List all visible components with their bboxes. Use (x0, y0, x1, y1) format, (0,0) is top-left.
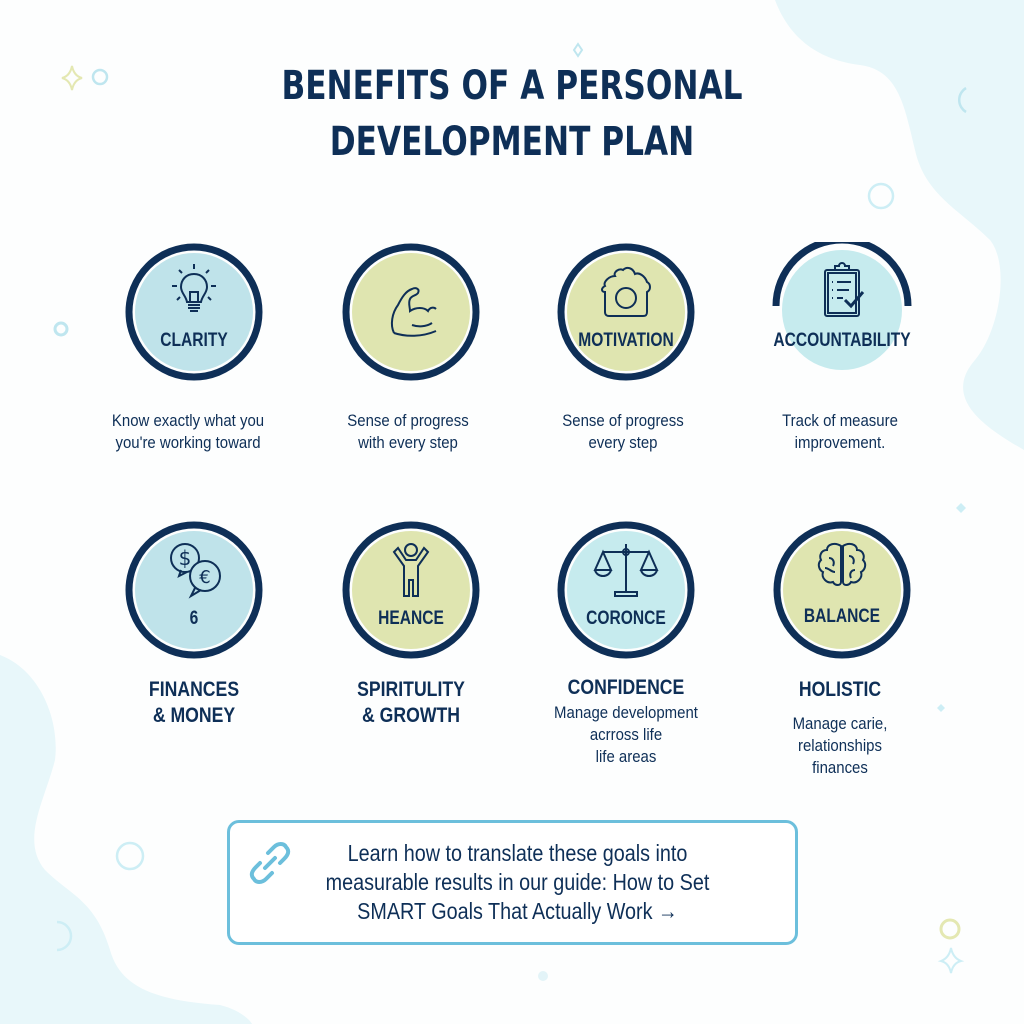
badge-finances: $ € 6 (124, 520, 264, 660)
badge-label: 6 (189, 608, 199, 629)
clarity-description: Know exactly what you you're working tow… (111, 411, 265, 452)
badge-label: ACCOUNTABILITY (773, 330, 911, 351)
badge-ring (342, 521, 480, 659)
badge-ring (773, 521, 911, 659)
page-title: BENEFITS OF A PERSONAL DEVELOPMENT PLAN (113, 58, 912, 170)
finances-heading: FINANCES & MONEY (148, 678, 240, 727)
badge-progress (341, 242, 481, 382)
progress-description: Sense of progress with every step (347, 411, 469, 452)
circle-deco (115, 841, 145, 871)
spirituality-heading: SPIRITULITY & GROWTH (357, 678, 465, 727)
arc-deco (56, 920, 73, 952)
svg-text:€: € (199, 567, 210, 588)
diamond-deco (956, 503, 966, 513)
circle-deco (53, 321, 69, 337)
dot-deco (538, 971, 548, 981)
arc-deco (957, 86, 967, 114)
holistic-heading: HOLISTIC (798, 678, 882, 701)
badge-label: CLARITY (160, 330, 228, 351)
svg-text:$: $ (179, 546, 192, 570)
sparkle-yellow (61, 65, 83, 91)
circle-deco (91, 68, 109, 86)
motivation-description: Sense of progress every step (562, 411, 684, 452)
house-camera-icon (601, 266, 651, 317)
badge-accountability: ACCOUNTABILITY (772, 242, 912, 382)
accountability-description: Track of measure improvement. (782, 411, 898, 452)
circle-deco (939, 918, 961, 940)
brain-icon (817, 542, 867, 586)
badge-label: CORONCE (586, 608, 666, 629)
badge-ring (772, 242, 912, 370)
circle-deco (867, 182, 895, 210)
diamond-deco (572, 42, 584, 58)
smart-goals-guide-link[interactable]: Learn how to translate these goals into … (227, 820, 798, 945)
confidence-description: Manage development acrross life life are… (554, 703, 698, 766)
sparkle-blue (937, 947, 965, 974)
badge-balance: BALANCE (772, 520, 912, 660)
badge-ring (557, 243, 695, 381)
diamond-deco (937, 704, 945, 712)
currency-exchange-icon: $ € (170, 543, 221, 599)
badge-confidence: CORONCE (556, 520, 696, 660)
cta-text: Learn how to translate these goals into … (325, 840, 710, 924)
scales-icon (593, 544, 659, 597)
lightbulb-icon (172, 264, 216, 312)
holistic-description: Manage carie, relationships finances (792, 714, 888, 777)
badge-ring (342, 243, 480, 381)
confidence-heading: CONFIDENCE (567, 676, 685, 699)
badge-label: MOTIVATION (578, 330, 674, 351)
badge-label: BALANCE (803, 606, 881, 627)
clipboard-check-icon (824, 262, 865, 317)
flexed-bicep-icon (390, 287, 437, 337)
badge-label: HEANCE (378, 608, 444, 629)
badge-spirituality: HEANCE (341, 520, 481, 660)
badge-clarity: CLARITY (124, 242, 264, 382)
title-line-1: BENEFITS OF A PERSONAL (281, 63, 743, 109)
badge-motivation: MOTIVATION (556, 242, 696, 382)
title-line-2: DEVELOPMENT PLAN (329, 119, 695, 165)
link-icon (249, 842, 291, 884)
person-arms-up-icon (392, 543, 430, 597)
